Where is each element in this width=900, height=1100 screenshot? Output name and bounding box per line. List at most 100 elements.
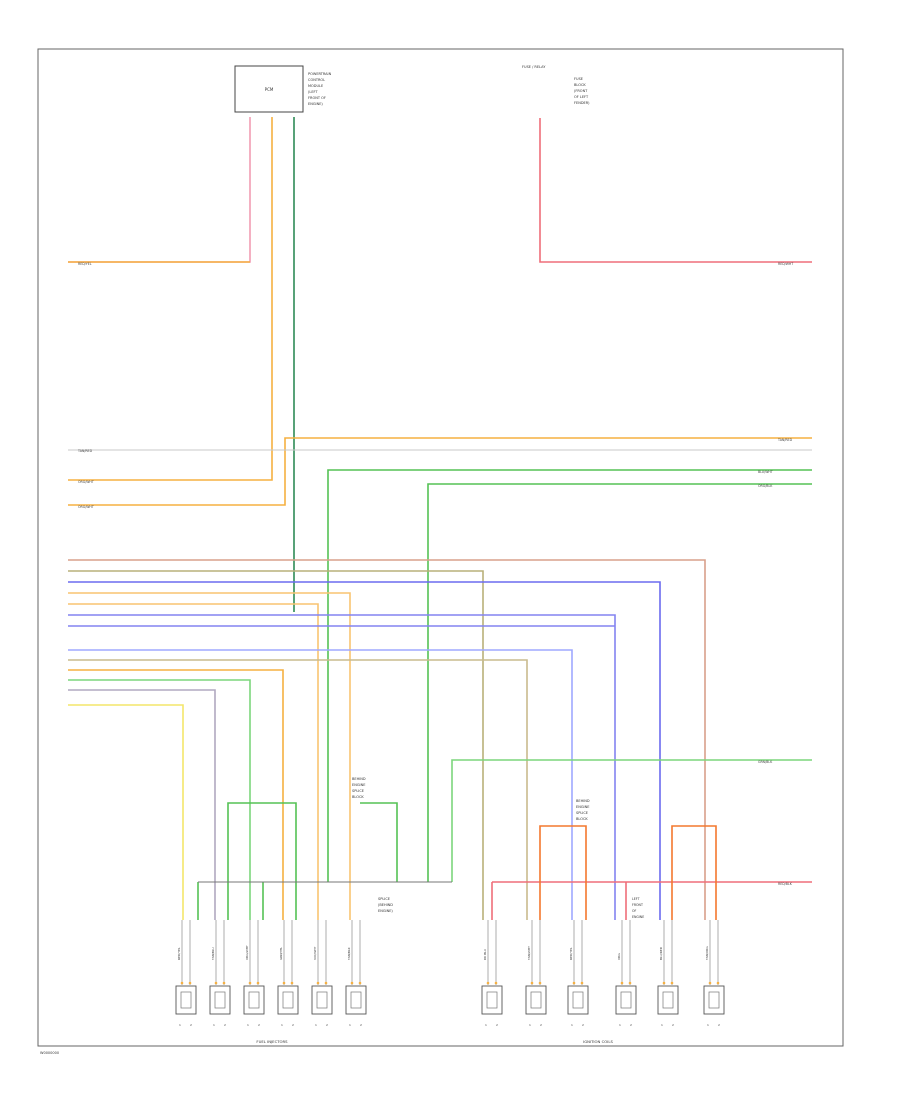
svg-text:(FRONT: (FRONT — [574, 89, 588, 93]
wire-olive-bus — [68, 570, 484, 920]
injector-pin — [180, 981, 184, 985]
wire-label-tan-red-b: TAN/RED — [777, 438, 793, 442]
wire-orange-bus-1 — [68, 592, 351, 920]
coil-wire-label: DK BLU — [483, 949, 487, 960]
injector-pin — [256, 981, 260, 985]
wire-orange-bus-3 — [68, 669, 284, 920]
wire-orange-coil-loop-1 — [539, 825, 587, 920]
coil-pin — [662, 981, 666, 985]
coil-pin-number: 2 — [540, 1023, 542, 1027]
svg-text:ENGINE): ENGINE) — [308, 102, 323, 106]
wire-green-splice — [360, 802, 398, 882]
coil-wire-label: TAN/ORG — [705, 946, 709, 961]
wire-gray-bus — [68, 689, 216, 920]
injector-pin-number: 2 — [360, 1023, 362, 1027]
svg-text:ENGINE): ENGINE) — [378, 909, 393, 913]
injector-core — [282, 991, 294, 1009]
coil-pin-number: 2 — [718, 1023, 720, 1027]
svg-text:(LEFT: (LEFT — [308, 90, 318, 94]
svg-text:ENGINE: ENGINE — [352, 783, 365, 787]
coil-body — [615, 985, 637, 1015]
wire-label-org-wht-b: ORG/WHT — [78, 505, 94, 509]
svg-text:BEHIND: BEHIND — [352, 777, 366, 781]
injector-core — [316, 991, 328, 1009]
svg-text:OF: OF — [632, 909, 637, 913]
svg-text:BEHIND: BEHIND — [576, 799, 590, 803]
injector-wire-label: TAN/BLU — [211, 947, 215, 961]
injector-wire-label: RED/YEL — [177, 947, 181, 960]
coil-pin — [530, 981, 534, 985]
injector-pin — [324, 981, 328, 985]
coil-pin — [716, 981, 720, 985]
wire-label-tan-red: TAN/RED — [77, 449, 93, 453]
wire-green-right — [451, 759, 812, 882]
injector-pin-number: 1 — [213, 1023, 215, 1027]
svg-text:CONTROL: CONTROL — [308, 78, 325, 82]
wire-group — [68, 117, 812, 920]
injector-core — [350, 991, 362, 1009]
injector-pin — [358, 981, 362, 985]
wire-blue-bus — [68, 581, 661, 920]
wire-label-org-wht: ORG/WHT — [78, 480, 94, 484]
coil-pin-number: 2 — [630, 1023, 632, 1027]
svg-text:BLOCK: BLOCK — [352, 795, 364, 799]
wire-label-red-blk: RED/BLK — [778, 882, 793, 886]
svg-text:OF LEFT: OF LEFT — [574, 95, 589, 99]
injector-body — [243, 985, 265, 1015]
injector-pin-number: 2 — [292, 1023, 294, 1027]
coil-body — [481, 985, 503, 1015]
injector-wire-label: VIO/WHT — [313, 946, 317, 960]
coil-pin — [572, 981, 576, 985]
wire-orange-coil-loop-2 — [671, 825, 717, 920]
coil-pin-number: 1 — [619, 1023, 621, 1027]
wire-label-blu-wht: BLU/WHT — [758, 470, 773, 474]
wire-orange-pcm — [68, 117, 273, 481]
wire-red-right-top — [539, 118, 812, 263]
svg-text:SPLICE: SPLICE — [378, 897, 390, 901]
injector-pin-number: 1 — [247, 1023, 249, 1027]
ground-note: LEFT FRONT OF ENGINE — [632, 897, 644, 919]
injector-body — [345, 985, 367, 1015]
coil-body — [703, 985, 725, 1015]
coil-body — [567, 985, 589, 1015]
coil-pin-number: 2 — [582, 1023, 584, 1027]
coil-core — [708, 991, 720, 1009]
injector-wire-label: GRN/YEL — [279, 947, 283, 960]
wire-orange-row-1 — [68, 437, 812, 506]
wire-label-grn-blk: GRN/BLK — [758, 760, 773, 764]
injector-pin — [350, 981, 354, 985]
wire-green-row-2 — [427, 483, 812, 882]
injector-pin-number: 1 — [349, 1023, 351, 1027]
wire-blue-bus-2 — [68, 614, 616, 920]
svg-text:FRONT OF: FRONT OF — [308, 96, 326, 100]
svg-text:SPLICE: SPLICE — [352, 789, 364, 793]
injector-pin-number: 2 — [326, 1023, 328, 1027]
svg-text:ENGINE: ENGINE — [576, 805, 589, 809]
injector-pin-number: 1 — [281, 1023, 283, 1027]
fuel-injectors-label: FUEL INJECTORS — [256, 1039, 288, 1044]
coil-core — [572, 991, 584, 1009]
coil-wire-label: RED/YEL — [569, 947, 573, 960]
svg-text:(BEHIND: (BEHIND — [378, 903, 393, 907]
injector-pin — [188, 981, 192, 985]
splice-note-center: SPLICE (BEHIND ENGINE) — [378, 897, 393, 913]
diagram-border — [37, 48, 844, 1047]
pcm-box-label: PCM — [265, 87, 274, 92]
injector-pin-number: 2 — [258, 1023, 260, 1027]
svg-text:FUSE / RELAY: FUSE / RELAY — [522, 65, 546, 69]
coil-pin-number: 1 — [571, 1023, 573, 1027]
coil-pin — [494, 981, 498, 985]
injector-pin-number: 2 — [190, 1023, 192, 1027]
injector-pin — [282, 981, 286, 985]
injector-pin — [214, 981, 218, 985]
coil-core — [620, 991, 632, 1009]
wire-orange-bus-2 — [68, 603, 319, 920]
coil-core — [530, 991, 542, 1009]
svg-text:BLOCK: BLOCK — [574, 83, 586, 87]
footer-id: W0000000 — [40, 1051, 59, 1055]
injector-pin — [290, 981, 294, 985]
